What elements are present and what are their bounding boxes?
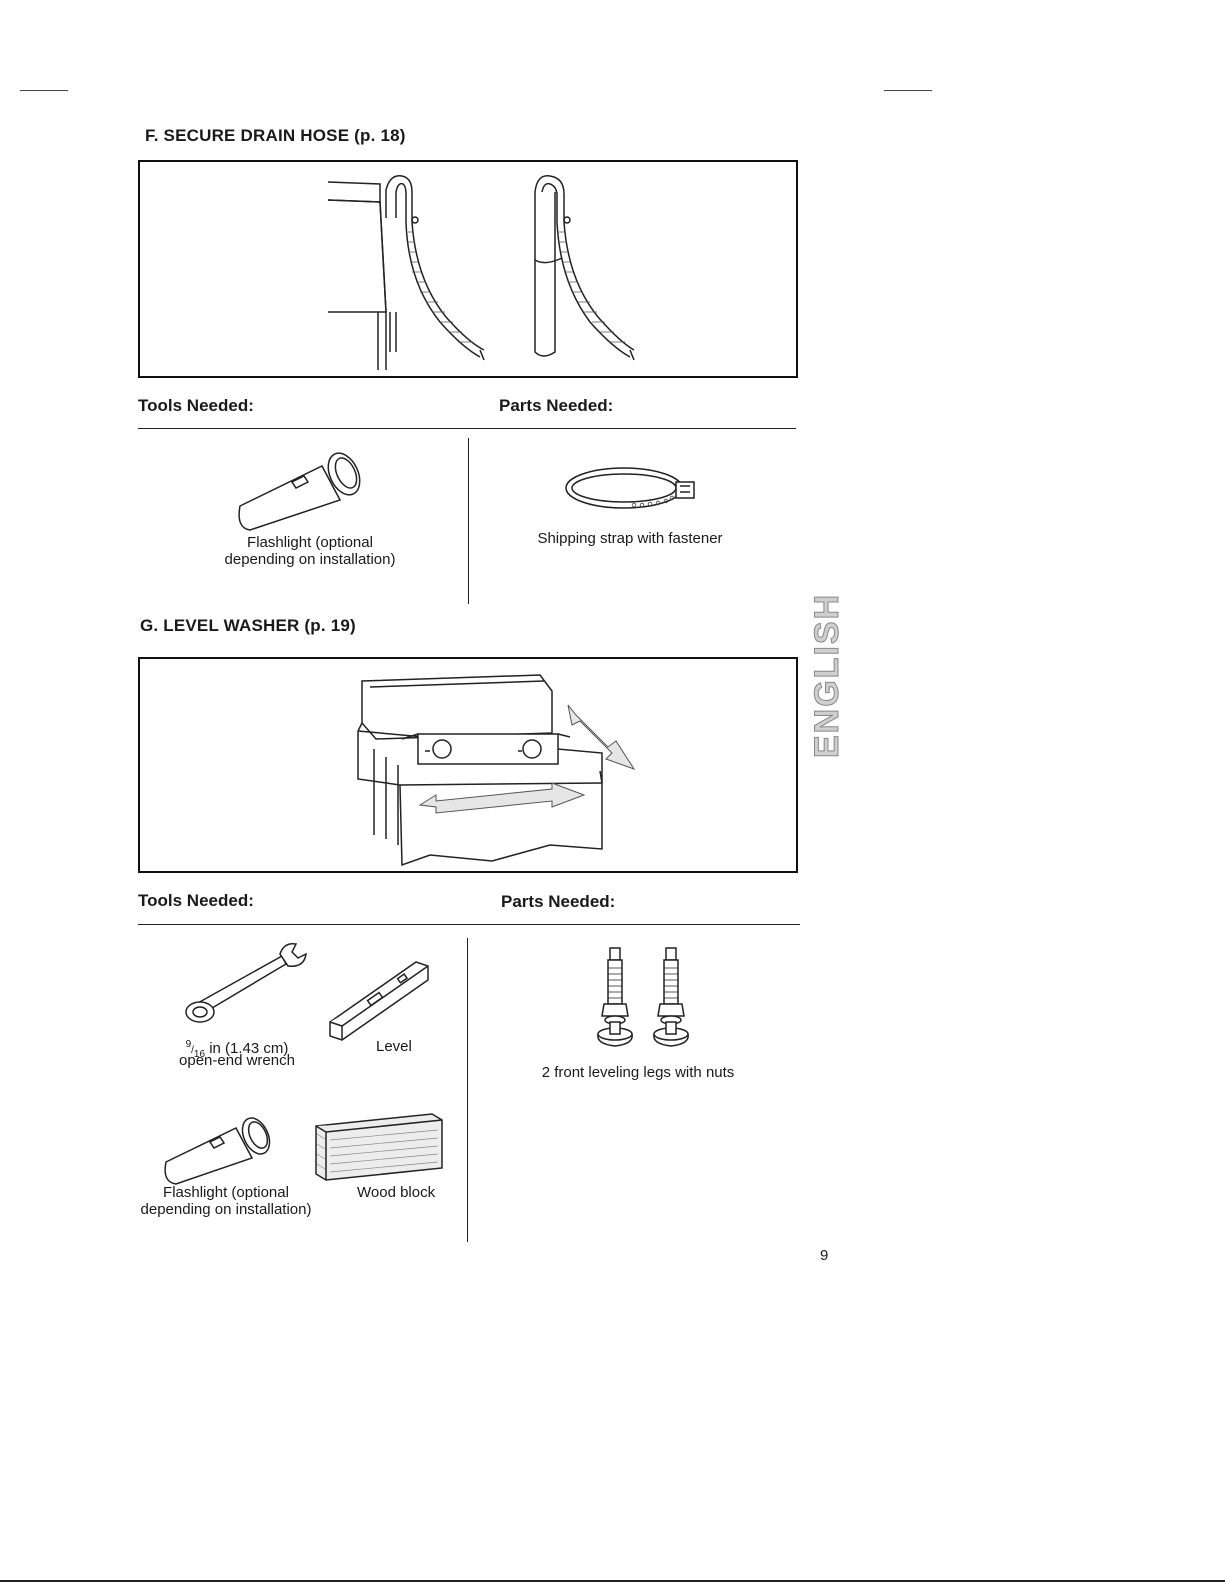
wood-block-icon <box>315 1113 443 1181</box>
section-g-parts-label: Parts Needed: <box>501 892 616 911</box>
language-side-tab: ENGLISH <box>808 592 847 758</box>
flashlight-caption-line2: depending on installation) <box>140 1201 312 1218</box>
strap-icon <box>565 467 695 509</box>
wrench-fraction-denominator: 16 <box>193 1049 206 1060</box>
wrench-caption-line2: open-end wrench <box>179 1052 295 1069</box>
level-icon <box>329 961 429 1041</box>
washer-illustration <box>357 674 636 867</box>
section-f-divider <box>138 428 796 429</box>
leveling-legs-caption: 2 front leveling legs with nuts <box>541 1064 735 1081</box>
flashlight-caption-line2: depending on installation) <box>224 551 396 568</box>
drain-hose-illustration <box>327 175 635 370</box>
wrench-icon <box>185 942 307 1023</box>
section-f-title: F. SECURE DRAIN HOSE (p. 18) <box>145 126 406 145</box>
leveling-leg-icon <box>597 947 689 1047</box>
level-washer-illustration-frame <box>138 657 798 873</box>
flashlight-caption-line1: Flashlight (optional <box>247 534 373 551</box>
section-g-tools-label: Tools Needed: <box>138 891 254 910</box>
strap-caption: Shipping strap with fastener <box>537 530 723 547</box>
flashlight-icon <box>164 1117 271 1185</box>
wood-block-caption: Wood block <box>357 1184 436 1201</box>
section-f-tools-label: Tools Needed: <box>138 396 254 415</box>
page-number: 9 <box>820 1247 829 1264</box>
page-bottom-edge <box>0 1580 1225 1582</box>
flashlight-caption-line1: Flashlight (optional <box>163 1184 289 1201</box>
section-g-title: G. LEVEL WASHER (p. 19) <box>140 616 356 635</box>
section-g-divider <box>138 924 800 925</box>
section-g-column-divider <box>467 938 468 1242</box>
wrench-fraction-numerator: 9 <box>185 1039 192 1050</box>
wrench-size-text: in (1.43 cm) <box>205 1040 289 1057</box>
crop-mark-left <box>20 90 68 91</box>
flashlight-icon <box>238 452 361 531</box>
wrench-caption-line1: 9/16 in (1.43 cm) <box>185 1039 289 1060</box>
level-caption: Level <box>376 1038 412 1055</box>
section-f-parts-label: Parts Needed: <box>499 396 614 415</box>
crop-mark-right <box>884 90 932 91</box>
drain-hose-illustration-frame <box>138 160 798 378</box>
section-f-column-divider <box>468 438 469 604</box>
